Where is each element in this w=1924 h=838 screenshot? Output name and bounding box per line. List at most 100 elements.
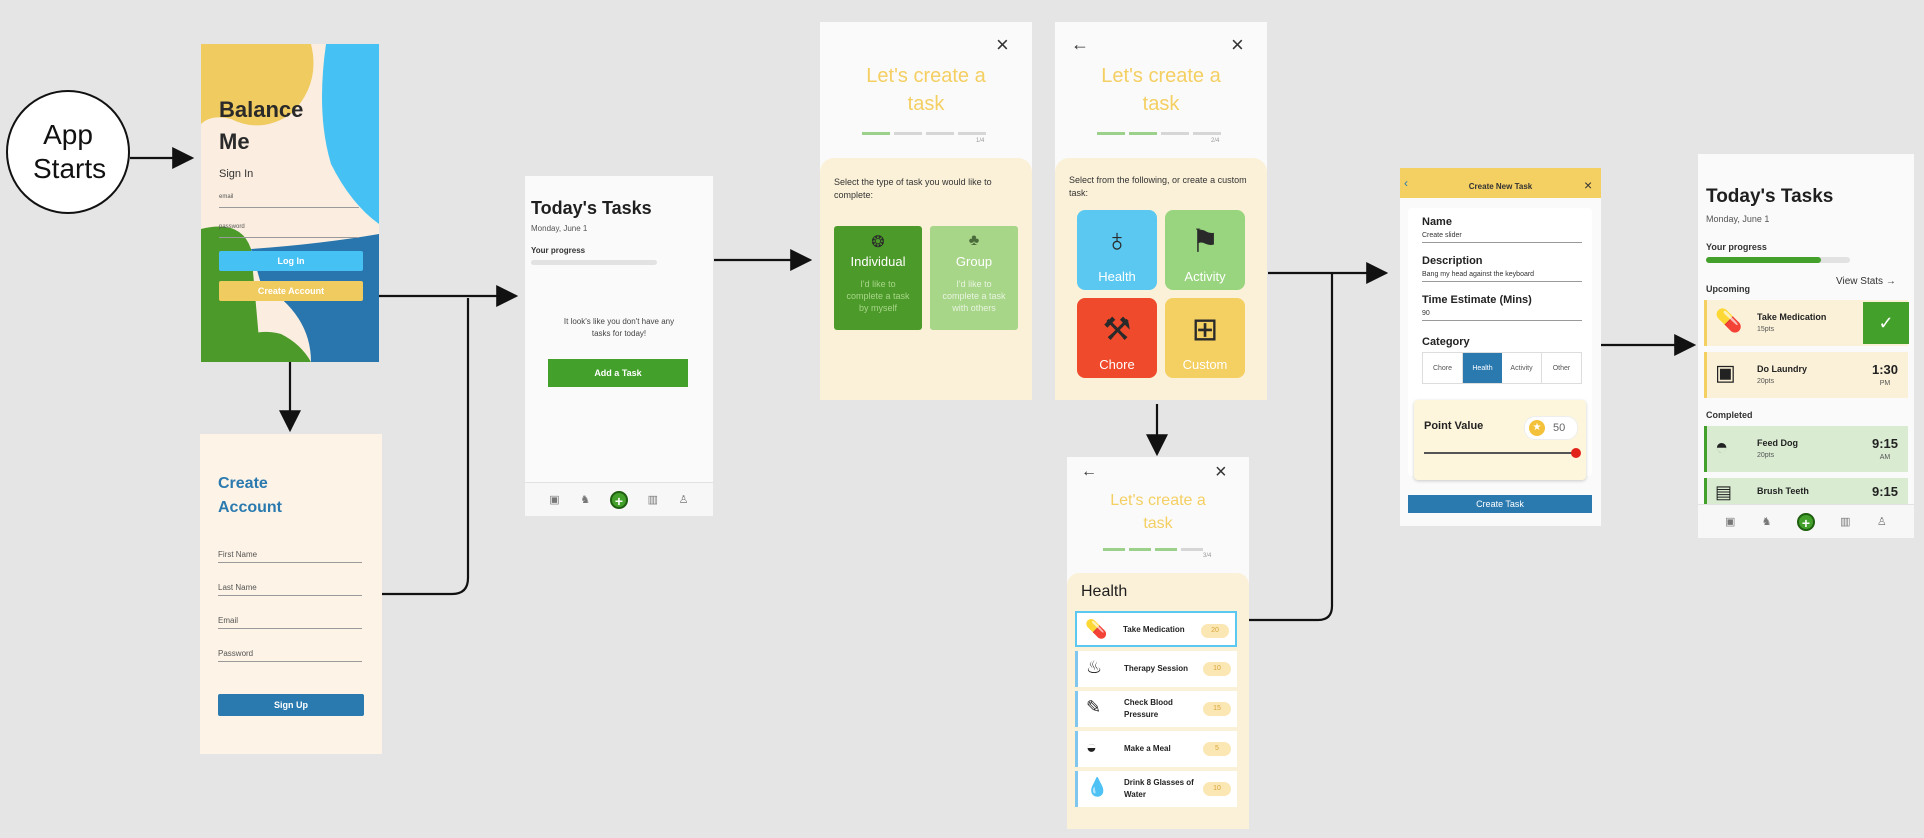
add-icon[interactable]: + [609, 490, 628, 509]
create-step2-screen: ← × Let's create a task 2/4 Select from … [1055, 22, 1267, 400]
completed-task-brush-teeth[interactable]: ▤ Brush Teeth 9:15 [1704, 478, 1908, 504]
step-indicator-1 [1103, 548, 1125, 551]
login-button[interactable]: Log In [219, 251, 363, 271]
step1-panel: Select the type of task you would like t… [820, 158, 1032, 400]
activity-tile[interactable]: ⚑ Activity [1165, 210, 1245, 290]
create-account-title: Create Account [218, 475, 282, 516]
date-label: Monday, June 1 [531, 224, 588, 233]
upcoming-task-laundry[interactable]: ▣ Do Laundry 20pts 1:30 PM [1704, 352, 1908, 398]
chore-tile[interactable]: ⚒ Chore [1077, 298, 1157, 378]
password-field[interactable] [218, 661, 362, 662]
view-stats-link[interactable]: View Stats → [1836, 276, 1896, 287]
points-badge: ★ 50 [1524, 416, 1578, 440]
calendar-icon[interactable]: ▣ [549, 493, 560, 506]
last-name-field[interactable] [218, 595, 362, 596]
close-icon[interactable]: × [1231, 32, 1244, 57]
signin-subtitle: Sign In [219, 168, 254, 180]
profile-icon[interactable]: ♙ [1876, 515, 1887, 528]
complete-check-button[interactable]: ✓ [1863, 302, 1909, 344]
task-row-take-medication[interactable]: 💊 Take Medication 20 [1075, 611, 1237, 647]
step-indicator-2 [894, 132, 922, 135]
signup-button[interactable]: Sign Up [218, 694, 364, 716]
stats-icon[interactable]: ▥ [647, 493, 658, 506]
completed-task-feed-dog[interactable]: ◓ Feed Dog 20pts 9:15 AM [1704, 426, 1908, 472]
task-row-drink-water[interactable]: 💧 Drink 8 Glasses of Water 10 [1075, 771, 1237, 807]
points-pill: 15 [1203, 702, 1231, 716]
arrow-step3-to-form [1240, 273, 1334, 622]
profile-icon[interactable]: ♙ [678, 493, 689, 506]
name-value[interactable]: Create slider [1422, 232, 1462, 239]
back-chevron-icon[interactable]: ‹ [1404, 176, 1408, 190]
points-value: 50 [1553, 422, 1566, 434]
create-task-button[interactable]: Create Task [1408, 495, 1592, 513]
form-header: ‹ Create New Task × [1400, 168, 1601, 198]
progress-bar [531, 260, 657, 265]
close-icon[interactable]: × [1584, 177, 1593, 193]
health-tile[interactable]: ♁ Health [1077, 210, 1157, 290]
step-counter: 2/4 [1211, 138, 1220, 144]
completed-label: Completed [1706, 410, 1753, 420]
arrow-right-icon: → [1885, 276, 1896, 287]
task-row-make-meal[interactable]: ◒ Make a Meal 5 [1075, 731, 1237, 767]
group-option[interactable]: ♣ Group I'd like to complete a task with… [930, 226, 1018, 330]
health-label: Health [1098, 269, 1136, 284]
runner-icon: ⚑ [1190, 223, 1220, 259]
back-arrow-icon[interactable]: ← [1081, 463, 1097, 480]
individual-label: Individual [850, 254, 906, 269]
syringe-icon: ✎ [1086, 697, 1102, 717]
time-label: Time Estimate (Mins) [1422, 294, 1532, 306]
activity-label: Activity [1184, 269, 1226, 284]
add-task-button[interactable]: Add a Task [548, 359, 688, 387]
bottom-nav: ▣ ♞ + ▥ ♙ [525, 482, 713, 516]
back-arrow-icon[interactable]: ← [1071, 34, 1089, 54]
email-field[interactable] [218, 628, 362, 629]
custom-tile[interactable]: ⊞ Custom [1165, 298, 1245, 378]
star-icon: ★ [1529, 420, 1545, 436]
category-chore[interactable]: Chore [1423, 353, 1463, 383]
step-indicator-4 [1193, 132, 1221, 135]
email-field[interactable] [219, 207, 359, 208]
running-icon[interactable]: ♞ [580, 493, 591, 506]
description-value[interactable]: Bang my head against the keyboard [1422, 271, 1535, 278]
task-label: Do Laundry [1757, 364, 1808, 374]
running-icon[interactable]: ♞ [1761, 515, 1772, 528]
washer-icon: ▣ [1715, 360, 1736, 385]
stats-icon[interactable]: ▥ [1840, 515, 1851, 528]
points-pill: 10 [1203, 662, 1231, 676]
category-activity[interactable]: Activity [1502, 353, 1542, 383]
category-health[interactable]: Health [1463, 353, 1502, 383]
start-node-label: App Starts [33, 119, 107, 184]
points-pill: 20 [1201, 624, 1229, 638]
create-account-screen: Create Account First Name Last Name Emai… [200, 434, 382, 754]
password-label: Password [218, 649, 254, 658]
page-title: Today's Tasks [531, 198, 652, 218]
step-indicator-3 [1161, 132, 1189, 135]
create-account-button[interactable]: Create Account [219, 281, 363, 301]
point-slider-track[interactable] [1424, 452, 1576, 454]
bowl-icon: ◒ [1086, 737, 1097, 757]
task-row-therapy[interactable]: ♨ Therapy Session 10 [1075, 651, 1237, 687]
password-field[interactable] [219, 237, 359, 238]
last-name-label: Last Name [218, 583, 257, 592]
close-icon[interactable]: × [1215, 461, 1227, 483]
task-row-blood-pressure[interactable]: ✎ Check Blood Pressure 15 [1075, 691, 1237, 727]
category-other[interactable]: Other [1552, 364, 1571, 372]
group-desc: I'd like to complete a task with others [942, 279, 1006, 313]
individual-option[interactable]: ❂ Individual I'd like to complete a task… [834, 226, 922, 330]
first-name-field[interactable] [218, 562, 362, 563]
apple-icon: ♁ [1105, 222, 1129, 258]
group-label: Group [955, 254, 993, 269]
calendar-icon[interactable]: ▣ [1724, 515, 1736, 528]
close-icon[interactable]: × [996, 32, 1009, 57]
point-slider-thumb[interactable] [1571, 448, 1581, 458]
time-value[interactable]: 90 [1422, 310, 1430, 317]
upcoming-task-medication[interactable]: 💊 Take Medication 15pts ✓ [1704, 300, 1909, 346]
add-icon[interactable]: + [1796, 512, 1815, 531]
step-heading: Let's create a task [1101, 65, 1221, 115]
points-label: Point Value [1424, 420, 1484, 432]
custom-label: Custom [1182, 357, 1228, 372]
task-points: 20pts [1757, 452, 1775, 459]
brain-icon: ❂ [871, 234, 885, 251]
plus-box-icon: ⊞ [1191, 311, 1219, 347]
step2-panel: Select from the following, or create a c… [1055, 158, 1267, 400]
